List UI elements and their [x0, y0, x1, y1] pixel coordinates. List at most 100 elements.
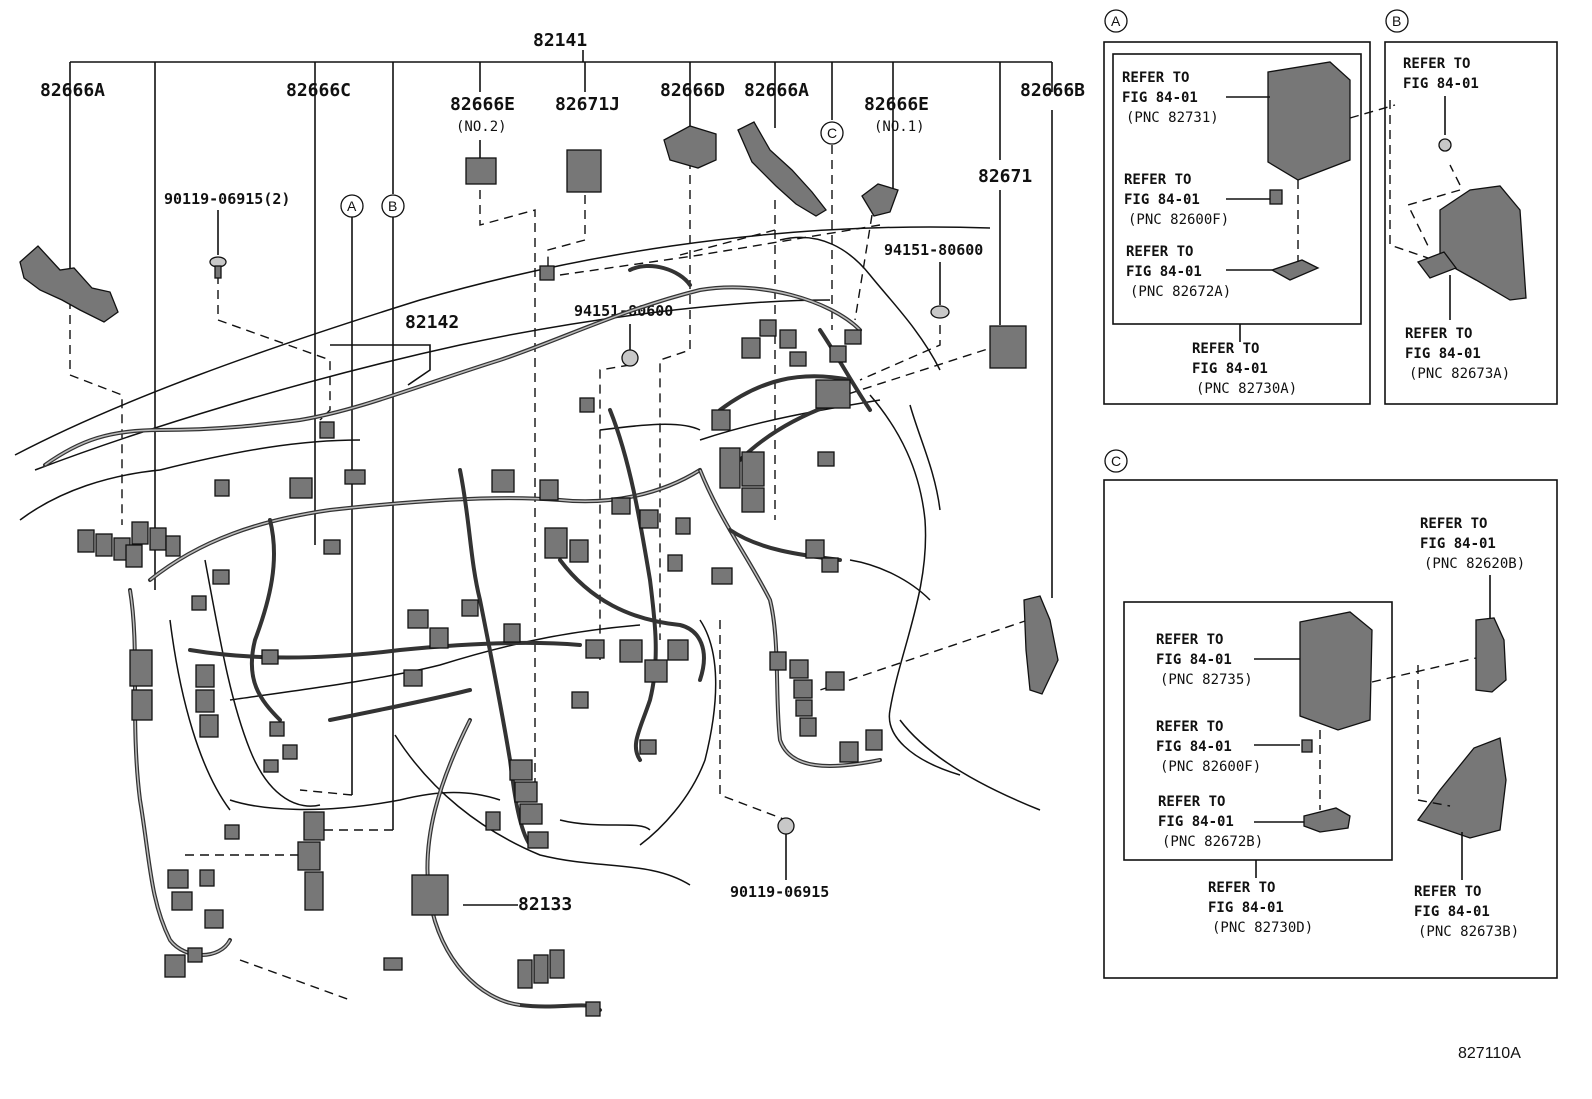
svg-text:FIG 84-01: FIG 84-01	[1414, 904, 1490, 920]
svg-text:(PNC 82673B): (PNC 82673B)	[1418, 924, 1519, 940]
inset-c-ref-82730d: REFER TO FIG 84-01 (PNC 82730D)	[1208, 880, 1313, 936]
svg-text:A: A	[1111, 13, 1121, 29]
svg-text:C: C	[1111, 453, 1121, 469]
svg-text:FIG 84-01: FIG 84-01	[1405, 346, 1481, 362]
svg-text:FIG 84-01: FIG 84-01	[1158, 814, 1234, 830]
inset-a-ref-82672a: REFER TO FIG 84-01 (PNC 82672A)	[1126, 244, 1231, 300]
svg-text:(PNC 82673A): (PNC 82673A)	[1409, 366, 1510, 382]
svg-text:FIG 84-01: FIG 84-01	[1124, 192, 1200, 208]
svg-text:C: C	[827, 125, 837, 141]
callout-82666a-left: 82666A	[40, 80, 105, 101]
inset-a: A REFER TO FIG 84-01 (PNC 82731) REFER T…	[1103, 9, 1396, 405]
svg-text:(PNC 82600F): (PNC 82600F)	[1160, 759, 1261, 775]
svg-text:(PNC 82620B): (PNC 82620B)	[1424, 556, 1525, 572]
inset-c-ref-82620b: REFER TO FIG 84-01 (PNC 82620B)	[1420, 516, 1525, 572]
circle-ref-a: A	[340, 194, 364, 218]
svg-text:FIG 84-01: FIG 84-01	[1208, 900, 1284, 916]
inset-a-junction-block	[1267, 61, 1351, 181]
svg-text:(PNC 82730D): (PNC 82730D)	[1212, 920, 1313, 936]
inset-a-ref-82731: REFER TO FIG 84-01 (PNC 82731)	[1122, 70, 1219, 126]
connectors	[19, 121, 1059, 1017]
svg-text:(PNC 82672A): (PNC 82672A)	[1130, 284, 1231, 300]
svg-text:FIG 84-01: FIG 84-01	[1156, 739, 1232, 755]
svg-text:REFER TO: REFER TO	[1158, 794, 1225, 810]
svg-text:REFER TO: REFER TO	[1208, 880, 1275, 896]
svg-text:FIG 84-01: FIG 84-01	[1403, 76, 1479, 92]
bracket-82666e-no1	[861, 183, 899, 217]
inset-a-ref-82730a: REFER TO FIG 84-01 (PNC 82730A)	[1192, 341, 1297, 397]
inset-c-junction-block	[1299, 611, 1373, 731]
callout-82666e-no1: 82666E	[864, 94, 929, 115]
callout-82666e-no2-note: (NO.2)	[456, 119, 507, 135]
relay-82671	[989, 325, 1027, 369]
callout-90119-06915: 90119-06915	[730, 883, 829, 901]
inset-b-ref-82673a: REFER TO FIG 84-01 (PNC 82673A)	[1405, 326, 1510, 382]
bracket-82666e-no2	[465, 157, 497, 185]
svg-text:FIG 84-01: FIG 84-01	[1156, 652, 1232, 668]
inset-c-bracket	[1416, 737, 1507, 839]
callout-82142: 82142	[405, 312, 459, 333]
callout-82671: 82671	[978, 166, 1032, 187]
svg-text:FIG 84-01: FIG 84-01	[1192, 361, 1268, 377]
callout-82666c: 82666C	[286, 80, 351, 101]
clamp-82666c	[303, 811, 325, 841]
svg-text:REFER TO: REFER TO	[1405, 326, 1472, 342]
callout-82133: 82133	[518, 894, 572, 915]
bracket-82666d	[663, 125, 717, 169]
svg-text:REFER TO: REFER TO	[1420, 516, 1487, 532]
svg-text:(PNC 82600F): (PNC 82600F)	[1128, 212, 1229, 228]
circle-ref-c: C	[820, 121, 844, 145]
clip-94151-80600-center	[621, 349, 639, 367]
main-harness-bracket	[69, 50, 1053, 590]
figure-code: 827110A	[1458, 1045, 1521, 1062]
svg-text:REFER TO: REFER TO	[1156, 632, 1223, 648]
svg-text:FIG 84-01: FIG 84-01	[1122, 90, 1198, 106]
bracket-82666a-mid	[737, 121, 827, 217]
inset-c-ref-82673b: REFER TO FIG 84-01 (PNC 82673B)	[1414, 884, 1519, 940]
relay-82671j	[566, 149, 602, 193]
svg-text:B: B	[1392, 13, 1401, 29]
svg-text:REFER TO: REFER TO	[1124, 172, 1191, 188]
svg-text:FIG 84-01: FIG 84-01	[1420, 536, 1496, 552]
callout-82666b: 82666B	[1020, 80, 1085, 101]
inset-c: C REFER TO FIG 84-01 (PNC 82620B) REFER …	[1103, 449, 1558, 979]
inset-c-relay	[1475, 617, 1507, 693]
callout-82666a-mid: 82666A	[744, 80, 809, 101]
svg-text:A: A	[347, 198, 357, 214]
callout-90119-06915-2: 90119-06915(2)	[164, 190, 290, 208]
callout-94151-80600-center: 94151-80600	[574, 302, 673, 320]
svg-text:(PNC 82672B): (PNC 82672B)	[1162, 834, 1263, 850]
callout-82141: 82141	[533, 30, 587, 51]
bracket-82666b	[1023, 595, 1059, 695]
svg-text:REFER TO: REFER TO	[1122, 70, 1189, 86]
inset-c-ref-82672b: REFER TO FIG 84-01 (PNC 82672B)	[1158, 794, 1263, 850]
inset-c-ref-82735: REFER TO FIG 84-01 (PNC 82735)	[1156, 632, 1253, 688]
inset-c-ref-82600f: REFER TO FIG 84-01 (PNC 82600F)	[1156, 719, 1261, 775]
callout-82671j: 82671J	[555, 94, 620, 115]
clip-94151-80600-right	[930, 305, 950, 319]
svg-text:(PNC 82735): (PNC 82735)	[1160, 672, 1253, 688]
svg-text:(PNC 82730A): (PNC 82730A)	[1196, 381, 1297, 397]
svg-text:FIG 84-01: FIG 84-01	[1126, 264, 1202, 280]
svg-text:(PNC 82731): (PNC 82731)	[1126, 110, 1219, 126]
bolt-90119-06915	[777, 817, 795, 835]
circle-ref-b: B	[381, 194, 405, 218]
inset-b-bracket	[1439, 185, 1527, 301]
inset-b: B REFER TO FIG 84-01 REFER TO FIG 84-01 …	[1384, 9, 1558, 405]
callout-82666d: 82666D	[660, 80, 725, 101]
svg-text:REFER TO: REFER TO	[1414, 884, 1481, 900]
bolt-90119-06915-2	[209, 256, 227, 279]
callout-82666e-no1-note: (NO.1)	[874, 119, 925, 135]
svg-text:REFER TO: REFER TO	[1192, 341, 1259, 357]
svg-text:REFER TO: REFER TO	[1156, 719, 1223, 735]
callout-94151-80600-right: 94151-80600	[884, 241, 983, 259]
inset-a-ref-82600f: REFER TO FIG 84-01 (PNC 82600F)	[1124, 172, 1229, 228]
inset-b-ref-fig: REFER TO FIG 84-01	[1403, 56, 1479, 92]
clamp-82666c-lower	[297, 841, 321, 871]
clamp-82666a-left	[19, 245, 119, 323]
svg-text:REFER TO: REFER TO	[1403, 56, 1470, 72]
svg-text:REFER TO: REFER TO	[1126, 244, 1193, 260]
svg-text:B: B	[388, 198, 397, 214]
callout-82666e-no2: 82666E	[450, 94, 515, 115]
